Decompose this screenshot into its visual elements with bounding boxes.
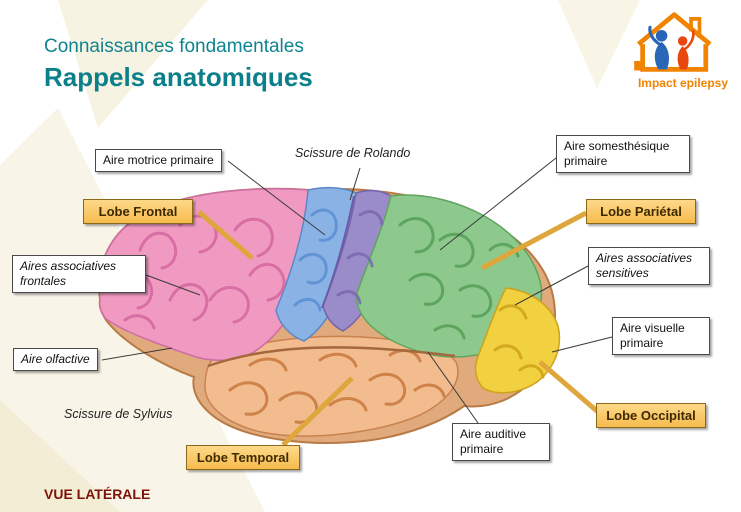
connector-lines bbox=[101, 157, 613, 447]
label-aire-visuelle-primaire: Aire visuelle primaire bbox=[612, 317, 710, 355]
label-lobe-temporal: Lobe Temporal bbox=[186, 445, 300, 470]
temporal-lobe-region bbox=[204, 335, 459, 437]
view-label: VUE LATÉRALE bbox=[44, 486, 151, 502]
connector-lobe-parietal bbox=[480, 210, 588, 271]
brain-illustration bbox=[98, 186, 561, 444]
label-lobe-frontal: Lobe Frontal bbox=[83, 199, 193, 224]
connector-lobe-frontal bbox=[197, 210, 254, 260]
slide-title: Connaissances fondamentales bbox=[44, 36, 304, 57]
connector-aires-assoc-sensitives bbox=[514, 265, 589, 306]
label-aire-olfactive: Aire olfactive bbox=[13, 348, 98, 371]
occipital-lobe-region bbox=[474, 287, 561, 394]
connector-lobe-temporal bbox=[281, 376, 354, 447]
connector-aire-olfactive bbox=[101, 347, 173, 361]
logo-text: Impact epilepsy bbox=[637, 76, 729, 90]
label-aires-associatives-frontales: Aires associatives frontales bbox=[12, 255, 146, 293]
sylvian-fissure-line bbox=[207, 346, 456, 368]
label-aire-motrice-primaire: Aire motrice primaire bbox=[95, 149, 222, 172]
label-aires-associatives-sensitives: Aires associatives sensitives bbox=[588, 247, 710, 285]
label-scissure-de-rolando: Scissure de Rolando bbox=[295, 146, 411, 160]
connector-aire-motrice bbox=[227, 160, 326, 236]
label-lobe-parietal: Lobe Pariétal bbox=[586, 199, 696, 224]
connector-aires-assoc-frontales bbox=[145, 274, 201, 296]
label-lobe-occipital: Lobe Occipital bbox=[596, 403, 706, 428]
label-scissure-de-sylvius: Scissure de Sylvius bbox=[64, 407, 173, 421]
connector-scissure-rolando bbox=[349, 167, 361, 201]
label-aire-somesthesique-primaire: Aire somesthésique primaire bbox=[556, 135, 690, 173]
slide-subtitle: Rappels anatomiques bbox=[44, 62, 313, 92]
house-family-icon bbox=[634, 12, 712, 72]
connector-aire-somesthesique bbox=[439, 157, 557, 251]
connector-lobe-occipital bbox=[538, 360, 600, 414]
central-sulcus-line bbox=[321, 195, 355, 309]
connector-aire-auditive bbox=[427, 351, 479, 424]
label-aire-auditive-primaire: Aire auditive primaire bbox=[452, 423, 550, 461]
connector-aire-visuelle bbox=[551, 336, 613, 353]
gyri-texture bbox=[116, 208, 545, 424]
